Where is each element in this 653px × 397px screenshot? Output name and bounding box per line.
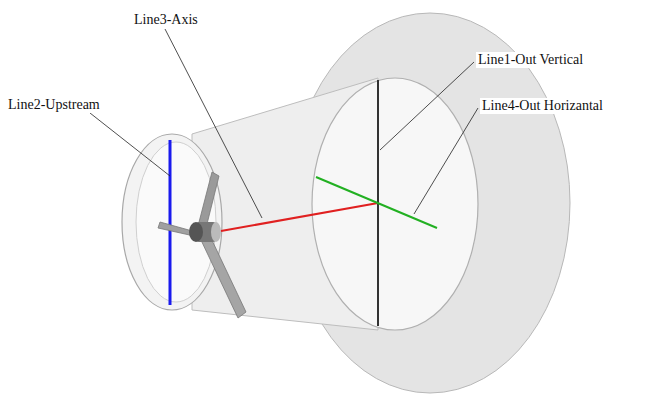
leader-line — [165, 29, 262, 218]
axis-line — [221, 203, 378, 231]
leader-line — [90, 113, 170, 176]
inlet-lip — [122, 134, 222, 310]
upstream-line — [169, 140, 172, 305]
rotor-hub — [211, 222, 221, 242]
leader-line — [380, 62, 474, 150]
line-label: Line4-Out Horizantal — [480, 98, 605, 114]
line-label: Line3-Axis — [132, 12, 200, 28]
rotor-blade — [198, 172, 219, 228]
rotor-hub — [189, 222, 203, 242]
rotor-blade — [200, 236, 246, 318]
leader-line — [414, 108, 478, 214]
diffuser-flange — [290, 13, 570, 393]
outlet-opening — [312, 78, 478, 330]
line-label: Line1-Out Vertical — [476, 52, 585, 68]
inlet-throat — [136, 142, 216, 302]
out-horizontal-line — [316, 177, 437, 228]
line-label: Line2-Upstream — [6, 97, 102, 113]
